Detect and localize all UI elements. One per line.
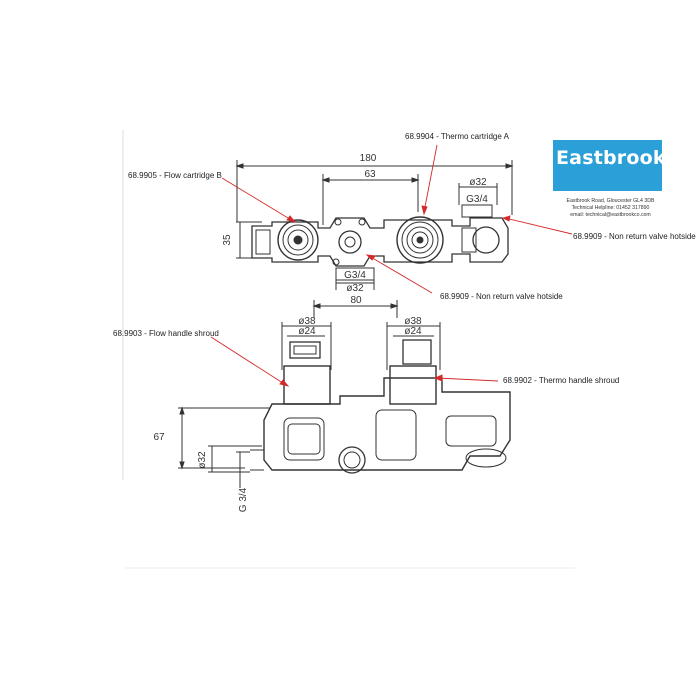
callout-thermo-cartridge-a: 68.9904 - Thermo cartridge A <box>405 132 509 141</box>
arrow-non-return-right <box>504 217 573 235</box>
arrow-flow-handle-shroud <box>210 336 287 386</box>
callout-non-return-center: 68.9909 - Non return valve hotside <box>440 292 563 301</box>
dim-inlet-dia-bottom: ø32 <box>346 283 364 294</box>
callout-flow-cartridge-b: 68.9905 - Flow cartridge B <box>128 171 222 180</box>
dim-body-height: 67 <box>153 432 165 443</box>
dim-side-dia: ø32 <box>197 451 208 469</box>
brand-name: Eastbrook <box>556 147 666 169</box>
dim-center-spacing: 80 <box>350 295 362 306</box>
dim-side-thread: G 3/4 <box>238 487 249 512</box>
brand-address: Eastbrook Road, Gloucester GL4 3DB <box>566 198 655 204</box>
dim-left-inner-dia: ø24 <box>298 326 316 337</box>
arrow-flow-cartridge-b <box>221 177 294 222</box>
callout-flow-handle-shroud: 68.9903 - Flow handle shroud <box>113 329 219 338</box>
dim-overall-width: 180 <box>360 153 377 164</box>
arrow-thermo-handle-shroud <box>436 377 499 382</box>
dim-right-inner-dia: ø24 <box>404 326 422 337</box>
arrow-non-return-center <box>368 255 433 294</box>
plan-view <box>235 160 514 290</box>
dim-height-left: 35 <box>222 234 233 246</box>
dim-outlet-thread-top: G3/4 <box>466 194 488 205</box>
elevation-view <box>178 300 511 488</box>
brand-logo <box>553 140 662 191</box>
leader-arrows <box>210 144 573 387</box>
callout-non-return-right: 68.9909 - Non return valve hotside <box>573 232 696 241</box>
brand-helpline: Technical Helpline: 01452 317890 <box>571 205 650 211</box>
dim-left-outer-dia: ø38 <box>298 316 316 327</box>
dim-outlet-dia-top: ø32 <box>469 177 487 188</box>
dim-inner-width: 63 <box>364 169 376 180</box>
dim-inlet-thread-bottom: G3/4 <box>344 270 366 281</box>
arrow-thermo-cartridge-a <box>423 144 438 213</box>
brand-email: email: technical@eastbrookco.com <box>570 212 651 218</box>
callout-thermo-handle-shroud: 68.9902 - Thermo handle shroud <box>503 376 620 385</box>
dim-right-outer-dia: ø38 <box>404 316 422 327</box>
